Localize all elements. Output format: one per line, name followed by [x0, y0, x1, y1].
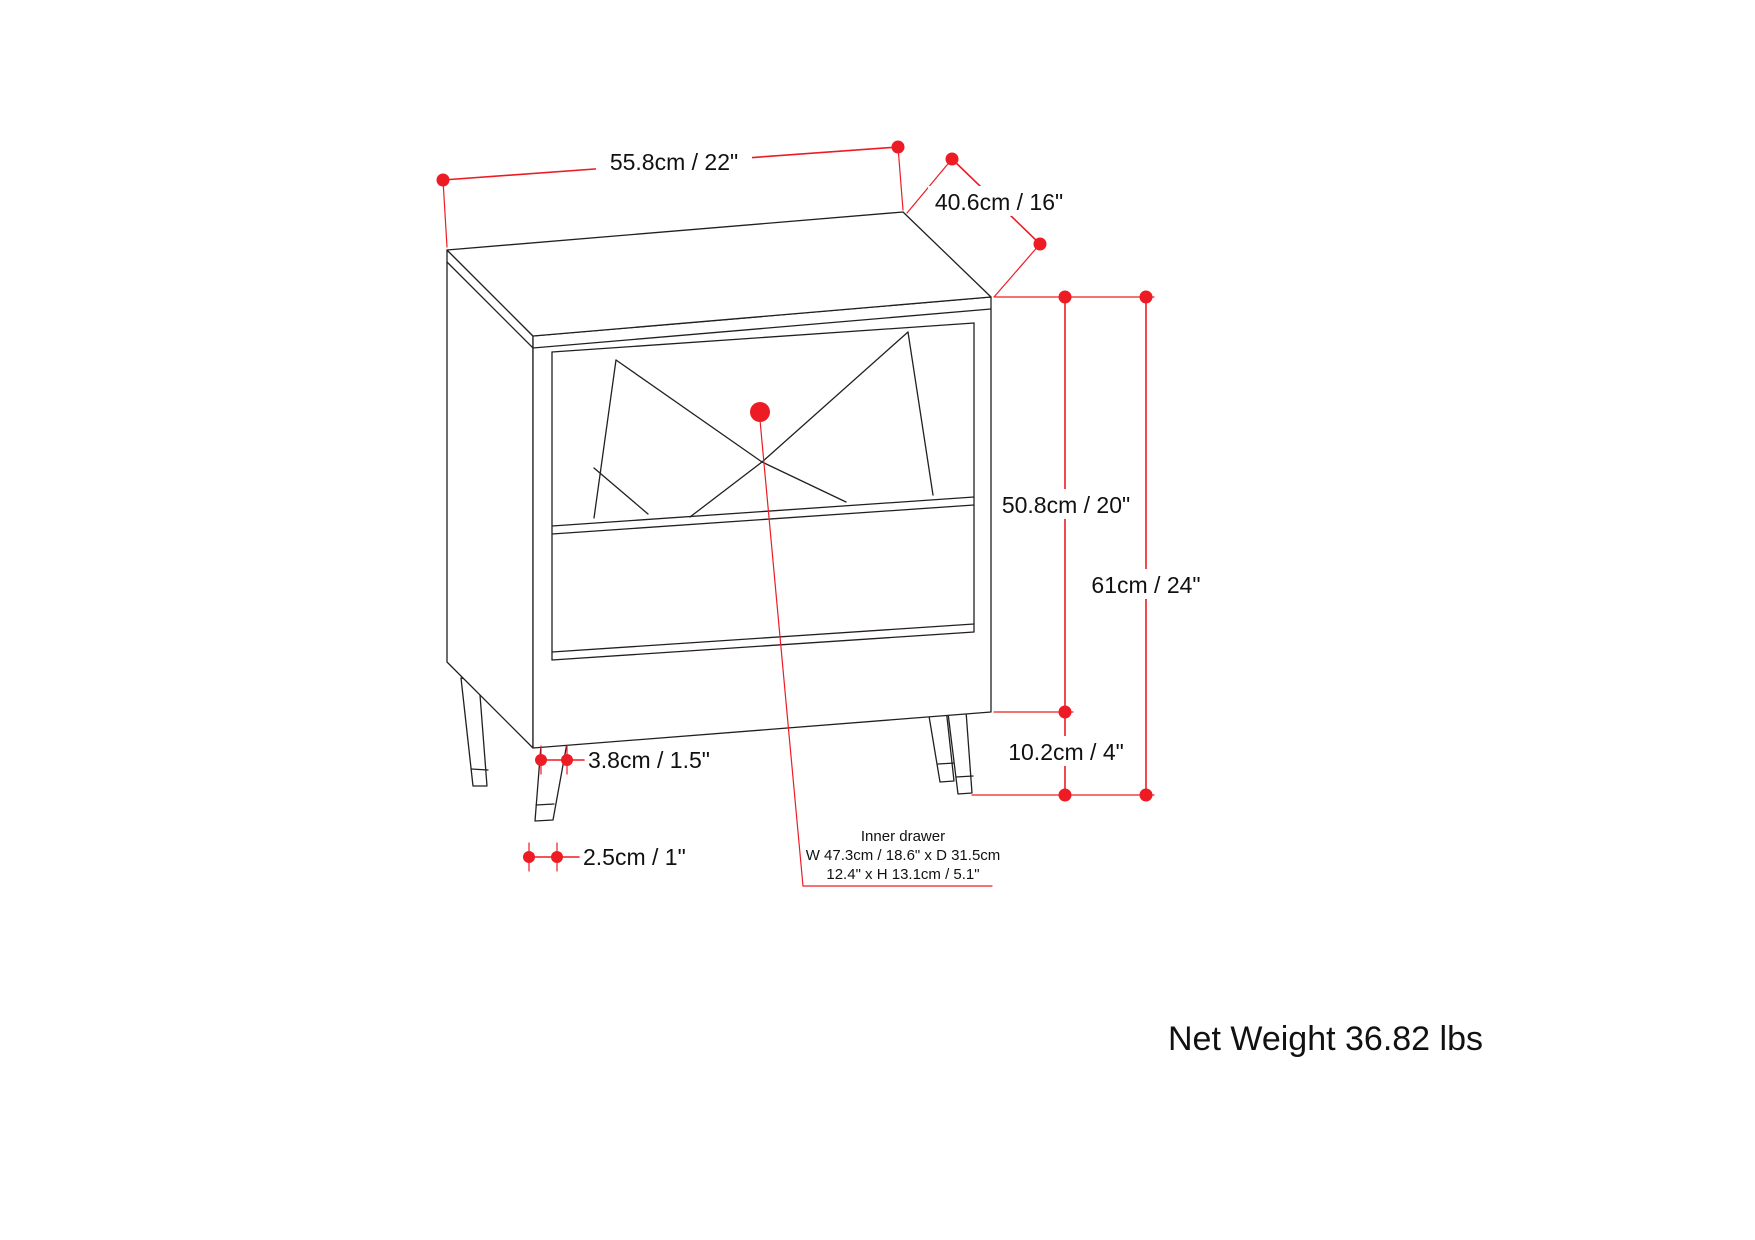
dimension-endpoint-dot	[1033, 237, 1047, 251]
dimension-endpoint-dot	[1058, 290, 1072, 304]
leg-front-right-foot-line	[955, 775, 974, 778]
label-background	[596, 146, 752, 176]
dimension-endpoint-dot	[1139, 290, 1153, 304]
table-top-face	[446, 211, 992, 337]
dimension-leg-height: 10.2cm / 4"	[1002, 711, 1130, 802]
total-height-dimension-label: 61cm / 24"	[1091, 572, 1200, 598]
shelf-floor-front-edge	[551, 631, 975, 661]
leg-height-dimension-label: 10.2cm / 4"	[1008, 739, 1124, 765]
pattern-line	[761, 331, 909, 463]
label-background	[1002, 736, 1130, 766]
dimension-total-height: 61cm / 24"	[1086, 290, 1208, 802]
inner-drawer-callout: Inner drawer W 47.3cm / 18.6" x D 31.5cm…	[759, 419, 1001, 887]
drawer-front-pattern	[593, 331, 934, 519]
dimension-endpoint-dot	[945, 152, 959, 166]
foot-width-dimension-label: 2.5cm / 1"	[583, 844, 686, 870]
leader-line	[759, 419, 804, 887]
cabinet-height-dimension-label: 50.8cm / 20"	[1002, 492, 1130, 518]
depth-dimension-label: 40.6cm / 16"	[935, 189, 1063, 215]
pattern-line	[615, 359, 763, 463]
extension-line	[897, 146, 904, 211]
dimension-endpoint-dot	[535, 754, 547, 766]
pattern-line	[593, 359, 617, 519]
dimension-endpoint-dot	[436, 173, 450, 187]
drawer-knob	[750, 402, 770, 422]
dimension-width: 55.8cm / 22"	[436, 140, 905, 248]
inner-drawer-note-line1: Inner drawer	[861, 828, 945, 845]
dimension-endpoint-dot	[1058, 788, 1072, 802]
pattern-line	[593, 467, 649, 515]
extension-line	[442, 179, 448, 248]
dimension-cabinet-height: 50.8cm / 20"	[998, 290, 1134, 719]
dimension-endpoint-dot	[1139, 788, 1153, 802]
net-weight-label: Net Weight 36.82 lbs	[1168, 1020, 1483, 1058]
pattern-line	[761, 461, 847, 503]
leg-top-width-dimension-label: 3.8cm / 1.5"	[588, 747, 710, 773]
table-top-thickness-edge	[446, 261, 992, 349]
dimension-depth: 40.6cm / 16"	[906, 152, 1070, 298]
leg-front-left-foot-line	[535, 803, 555, 806]
drawer-gap-edge	[551, 504, 975, 535]
pattern-line	[907, 331, 934, 496]
inner-drawer-note-line2: W 47.3cm / 18.6" x D 31.5cm	[806, 847, 1001, 864]
dimension-endpoint-dot	[891, 140, 905, 154]
inner-drawer-note-line3: 12.4" x H 13.1cm / 5.1"	[826, 866, 979, 883]
pattern-line	[689, 461, 763, 518]
leg-back-right-foot-line	[937, 762, 956, 765]
leg-back-left-foot-line	[470, 768, 489, 771]
dimension-foot-width: 2.5cm / 1"	[523, 842, 686, 872]
label-background	[1086, 569, 1208, 599]
extension-line	[993, 243, 1041, 298]
dimension-endpoint-dot	[551, 851, 563, 863]
dimension-lines: 55.8cm / 22" 40.6cm / 16"	[436, 140, 1208, 887]
width-dimension-label: 55.8cm / 22"	[610, 149, 738, 175]
left-side-panel	[446, 249, 534, 749]
dimension-endpoint-dot	[523, 851, 535, 863]
shelf-floor-back-edge	[551, 623, 975, 653]
furniture-drawing	[446, 211, 992, 822]
drawer-bottom-edge	[551, 496, 975, 527]
label-background	[928, 186, 1070, 216]
label-background	[998, 489, 1134, 519]
dimension-endpoint-dot	[561, 754, 573, 766]
opening-top-edge	[551, 322, 975, 353]
dimension-leg-top-width: 3.8cm / 1.5"	[535, 745, 710, 775]
